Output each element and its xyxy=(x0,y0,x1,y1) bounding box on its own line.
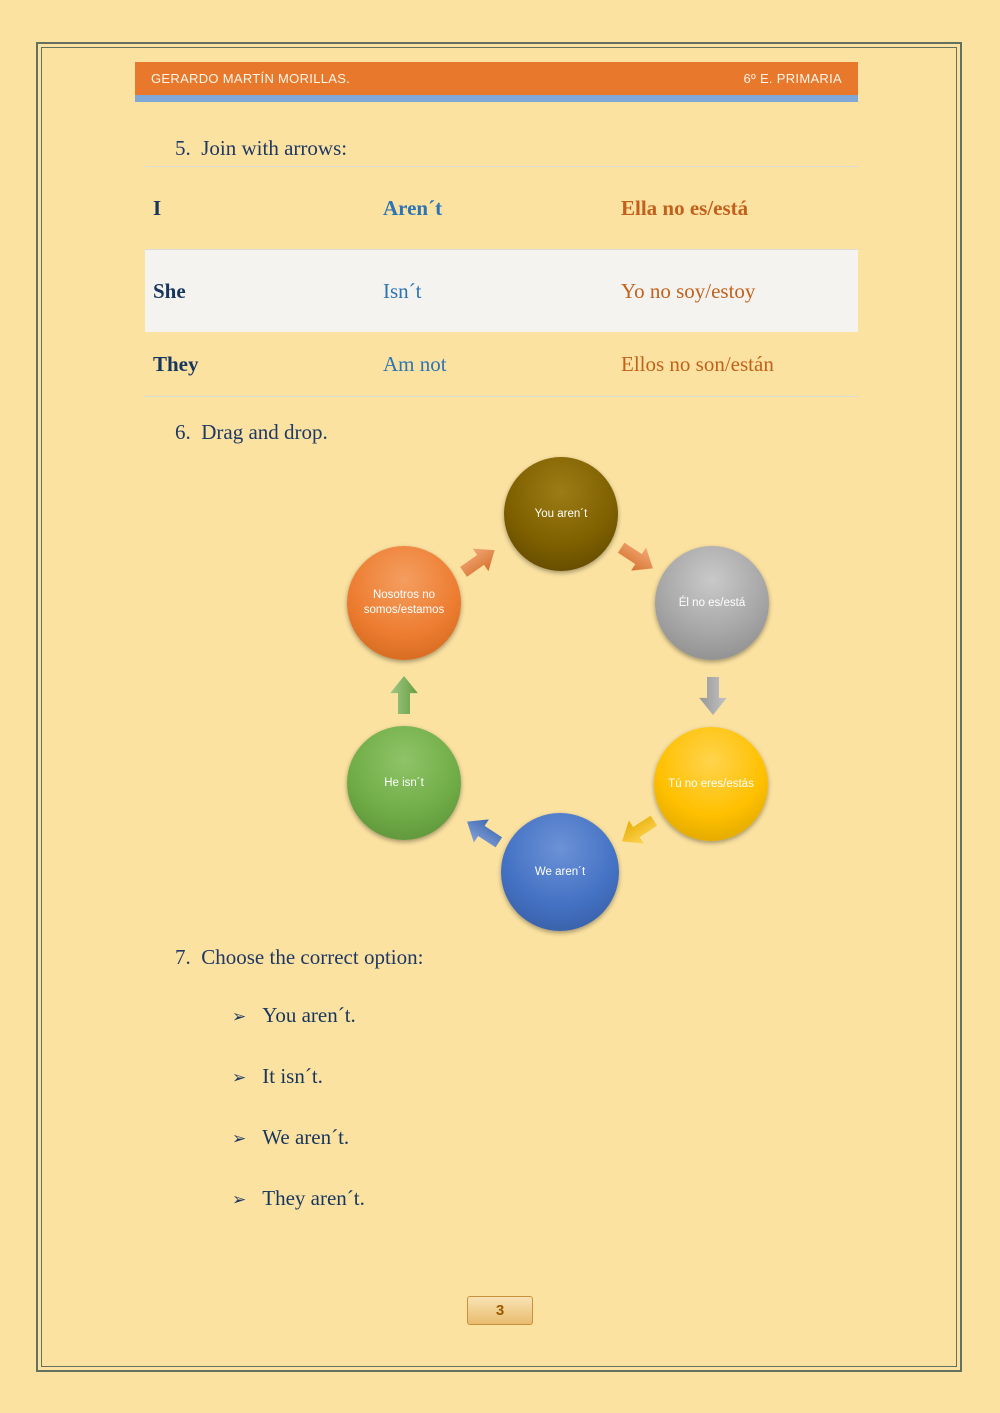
join-pronoun[interactable]: She xyxy=(153,278,186,303)
circle-label: Él no es/está xyxy=(678,596,746,609)
option-label: It isn´t. xyxy=(262,1064,323,1088)
cycle-arrow-icon xyxy=(389,676,419,714)
option-item[interactable]: ➢ You aren´t. xyxy=(232,1003,365,1028)
circle-label: Tú no eres/estás xyxy=(668,777,754,790)
join-row: They Am not Ellos no son/están xyxy=(145,332,858,397)
cycle-arrow-icon xyxy=(698,677,728,715)
option-label: We aren´t. xyxy=(262,1125,350,1149)
join-verb[interactable]: Am not xyxy=(383,351,447,376)
cycle-circle-nosotros[interactable]: Nosotros no somos/estamos xyxy=(347,546,461,660)
header-underline xyxy=(135,95,858,102)
arrow-bullet-icon: ➢ xyxy=(232,1007,247,1027)
join-pronoun[interactable]: They xyxy=(153,351,199,376)
page-border-inner xyxy=(41,47,957,1367)
arrow-bullet-icon: ➢ xyxy=(232,1129,247,1149)
page-number-badge: 3 xyxy=(467,1296,533,1325)
cycle-arrow-icon xyxy=(614,808,662,854)
header-author: GERARDO MARTÍN MORILLAS. xyxy=(151,71,351,86)
cycle-circle-tu-no-eres[interactable]: Tú no eres/estás xyxy=(654,727,768,841)
circle-label: You aren´t xyxy=(534,507,588,520)
page-border xyxy=(36,42,962,1372)
section7-title: 7. Choose the correct option: xyxy=(175,945,424,969)
section6-title: 6. Drag and drop. xyxy=(175,420,328,444)
option-item[interactable]: ➢ We aren´t. xyxy=(232,1125,365,1150)
join-verb[interactable]: Isn´t xyxy=(383,278,422,303)
cycle-arrow-icon xyxy=(459,809,507,855)
join-table: I Aren´t Ella no es/está She Isn´t Yo no… xyxy=(145,166,858,397)
cycle-circle-el-no-es[interactable]: Él no es/está xyxy=(655,546,769,660)
cycle-circle-you-arent[interactable]: You aren´t xyxy=(504,457,618,571)
option-item[interactable]: ➢ It isn´t. xyxy=(232,1064,365,1089)
option-item[interactable]: ➢ They aren´t. xyxy=(232,1186,365,1211)
cycle-arrow-icon xyxy=(613,535,661,581)
join-pronoun[interactable]: I xyxy=(153,195,162,220)
cycle-arrow-icon xyxy=(455,538,503,584)
arrow-bullet-icon: ➢ xyxy=(232,1190,247,1210)
join-translation[interactable]: Yo no soy/estoy xyxy=(621,278,756,303)
join-translation[interactable]: Ella no es/está xyxy=(621,195,749,220)
header-bar: GERARDO MARTÍN MORILLAS. 6º E. PRIMARIA xyxy=(135,62,858,95)
circle-label: He isn´t xyxy=(384,776,424,789)
cycle-circle-he-isnt[interactable]: He isn´t xyxy=(347,726,461,840)
header-grade: 6º E. PRIMARIA xyxy=(743,71,842,86)
join-translation[interactable]: Ellos no son/están xyxy=(621,351,774,376)
join-verb[interactable]: Aren´t xyxy=(383,195,443,220)
circle-label: We aren´t xyxy=(534,865,586,878)
page-number: 3 xyxy=(495,1302,505,1319)
options-list: ➢ You aren´t. ➢ It isn´t. ➢ We aren´t. ➢… xyxy=(232,1003,365,1247)
circle-label: Nosotros no somos/estamos xyxy=(363,589,445,616)
join-row: I Aren´t Ella no es/está xyxy=(145,167,858,250)
cycle-diagram: You aren´t Él no es/está Tú no eres/está… xyxy=(330,450,790,940)
join-row: She Isn´t Yo no soy/estoy xyxy=(145,250,858,332)
section5-title: 5. Join with arrows: xyxy=(175,136,348,160)
cycle-circle-we-arent[interactable]: We aren´t xyxy=(501,813,619,931)
option-label: You aren´t. xyxy=(262,1003,356,1027)
option-label: They aren´t. xyxy=(262,1186,365,1210)
arrow-bullet-icon: ➢ xyxy=(232,1068,247,1088)
